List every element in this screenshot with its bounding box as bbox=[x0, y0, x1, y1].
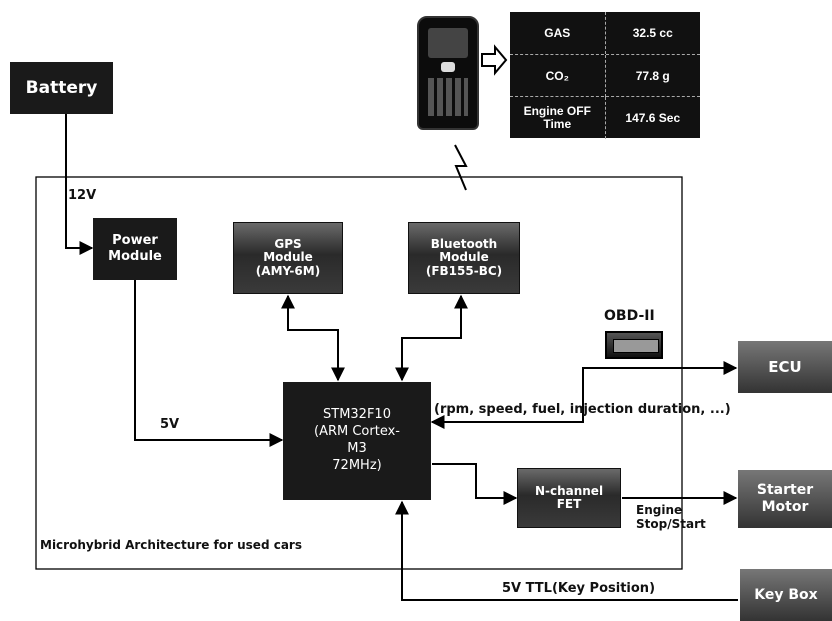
mcu-label-line4: 72MHz) bbox=[332, 458, 381, 475]
key-box-label: Key Box bbox=[754, 587, 817, 603]
architecture-caption: Microhybrid Architecture for used cars bbox=[40, 538, 302, 552]
battery-box: Battery bbox=[10, 62, 113, 114]
starter-label-line2: Motor bbox=[762, 499, 809, 516]
voltage-5v-label: 5V bbox=[160, 417, 179, 432]
starter-label-line1: Starter bbox=[757, 482, 813, 499]
bluetooth-module-label-line3: (FB155-BC) bbox=[426, 265, 502, 278]
voltage-12v-label: 12V bbox=[68, 188, 96, 203]
co2-label: CO₂ bbox=[510, 55, 605, 97]
bluetooth-module-label-line2: Module bbox=[439, 251, 489, 264]
key-position-label: 5V TTL(Key Position) bbox=[502, 581, 655, 596]
mcu-label-line3: M3 bbox=[347, 441, 367, 458]
power-module-label-line2: Module bbox=[108, 249, 162, 265]
wire-battery-power bbox=[66, 114, 92, 248]
ecu-label: ECU bbox=[768, 358, 801, 376]
obd-label: OBD-II bbox=[604, 308, 655, 324]
power-module-label-line1: Power bbox=[112, 233, 158, 249]
gps-module-box: GPS Module (AMY-6M) bbox=[233, 222, 343, 294]
fet-box: N-channel FET bbox=[517, 468, 621, 528]
wire-bluetooth-mcu bbox=[402, 296, 461, 380]
obd-connector-icon bbox=[605, 331, 663, 359]
co2-value: 77.8 g bbox=[605, 55, 701, 97]
power-module-box: Power Module bbox=[93, 218, 177, 280]
gas-value: 32.5 cc bbox=[605, 12, 701, 54]
display-row-engine-off: Engine OFF Time 147.6 Sec bbox=[510, 96, 700, 139]
phone-to-display-arrow bbox=[482, 47, 506, 73]
mcu-label-line2: (ARM Cortex- bbox=[314, 424, 400, 441]
engine-stop-start-label: Engine Stop/Start bbox=[636, 503, 706, 532]
mcu-box: STM32F10 (ARM Cortex- M3 72MHz) bbox=[283, 382, 431, 500]
ecu-box: ECU bbox=[738, 341, 832, 393]
engine-label-line2: Stop/Start bbox=[636, 517, 706, 531]
mcu-label-line1: STM32F10 bbox=[323, 407, 391, 424]
gps-module-label-line3: (AMY-6M) bbox=[256, 265, 320, 278]
wire-gps-mcu bbox=[288, 296, 338, 380]
gas-label: GAS bbox=[510, 12, 605, 54]
wire-mcu-fet bbox=[432, 464, 516, 498]
display-row-gas: GAS 32.5 cc bbox=[510, 12, 700, 54]
ecu-signals-label: (rpm, speed, fuel, injection duration, .… bbox=[434, 402, 731, 417]
gps-module-label-line2: Module bbox=[263, 251, 313, 264]
phone-data-display: GAS 32.5 cc CO₂ 77.8 g Engine OFF Time 1… bbox=[510, 12, 700, 138]
phone-icon bbox=[417, 16, 479, 130]
key-box: Key Box bbox=[740, 569, 832, 621]
bluetooth-module-box: Bluetooth Module (FB155-BC) bbox=[408, 222, 520, 294]
engine-off-value: 147.6 Sec bbox=[605, 97, 700, 139]
fet-label-line2: FET bbox=[557, 498, 582, 511]
starter-motor-box: Starter Motor bbox=[738, 470, 832, 528]
wireless-link bbox=[455, 145, 466, 190]
battery-label: Battery bbox=[26, 78, 98, 98]
engine-off-label: Engine OFF Time bbox=[510, 97, 605, 139]
display-row-co2: CO₂ 77.8 g bbox=[510, 54, 700, 97]
engine-label-line1: Engine bbox=[636, 503, 706, 517]
wire-power-mcu bbox=[135, 280, 282, 440]
